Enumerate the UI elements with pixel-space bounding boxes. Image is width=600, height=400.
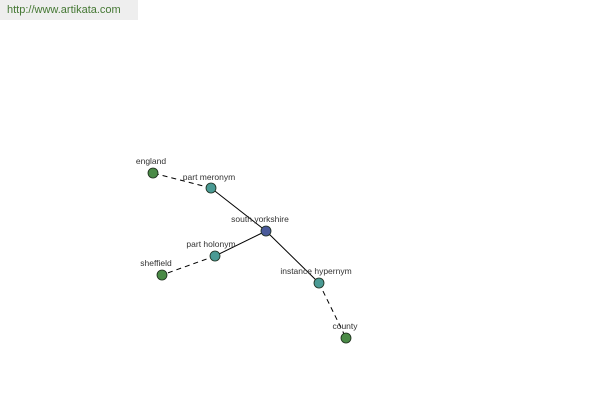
url-banner-text[interactable]: http://www.artikata.com — [7, 4, 121, 16]
node-circle-instance-hypernym[interactable] — [313, 277, 325, 289]
node-part-holonym[interactable]: part holonym — [186, 239, 236, 262]
node-england[interactable]: england — [136, 156, 167, 179]
edge-rel2-leaf2 — [161, 255, 216, 276]
node-circle-part-holonym[interactable] — [209, 250, 221, 262]
node-instance-hypernym[interactable]: instance hypernym — [280, 266, 352, 289]
node-label-south-yorkshire[interactable]: south yorkshire — [231, 214, 289, 224]
node-label-county[interactable]: county — [332, 321, 358, 331]
node-label-sheffield[interactable]: sheffield — [140, 258, 172, 268]
node-circle-england[interactable] — [147, 167, 159, 179]
edge-root-rel3 — [265, 230, 320, 284]
nodes-layer: south yorkshire part meronym part holonym i… — [136, 156, 358, 344]
node-circle-sheffield[interactable] — [156, 269, 168, 281]
node-circle-part-meronym[interactable] — [205, 182, 217, 194]
node-circle-county[interactable] — [340, 332, 352, 344]
node-sheffield[interactable]: sheffield — [140, 258, 172, 281]
node-label-part-meronym[interactable]: part meronym — [183, 172, 235, 182]
node-county[interactable]: county — [332, 321, 358, 344]
node-part-meronym[interactable]: part meronym — [183, 172, 235, 194]
node-south-yorkshire[interactable]: south yorkshire — [231, 214, 289, 237]
edge-root-rel1 — [210, 187, 267, 232]
node-circle-south-yorkshire[interactable] — [260, 225, 272, 237]
url-banner[interactable]: http://www.artikata.com — [0, 0, 138, 20]
edge-rel1-leaf1 — [152, 172, 212, 189]
node-label-instance-hypernym[interactable]: instance hypernym — [280, 266, 351, 276]
edge-root-rel2 — [214, 230, 267, 257]
edge-rel3-leaf3 — [318, 282, 347, 339]
edges-layer — [152, 172, 347, 339]
node-label-england[interactable]: england — [136, 156, 167, 166]
node-label-part-holonym[interactable]: part holonym — [186, 239, 235, 249]
